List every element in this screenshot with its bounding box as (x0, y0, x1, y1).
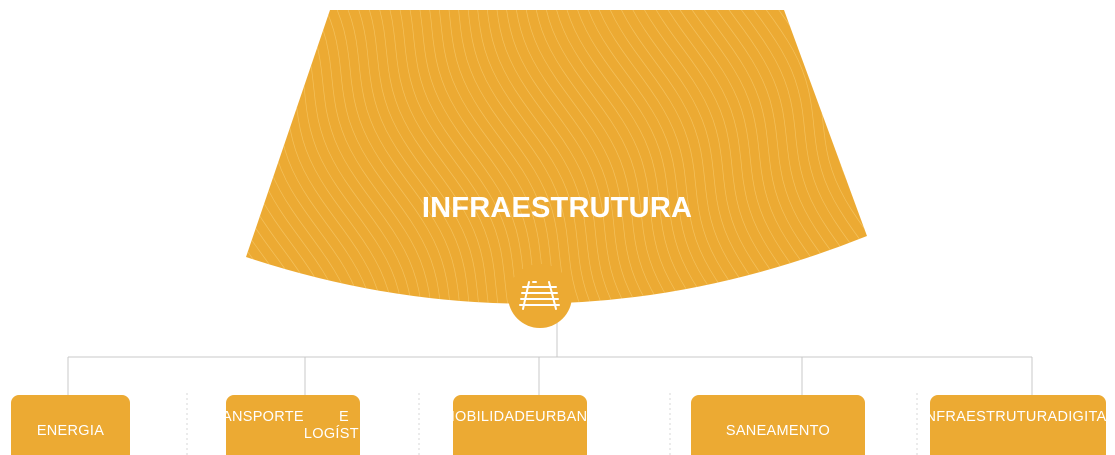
category-saneamento: SANEAMENTO (691, 395, 865, 455)
category-energia: ENERGIA (11, 395, 130, 455)
category-separators (186, 393, 918, 455)
category-label-line: ENERGIA (36, 423, 105, 439)
category-label-line: INFRAESTRUTURA (921, 409, 1058, 425)
category-label-line: URBANA (535, 409, 598, 425)
connector-lines (67, 318, 1033, 395)
diagram-title: INFRAESTRUTURA (421, 191, 693, 224)
category-label-line: SANEAMENTO (725, 423, 831, 439)
category-label-line: DIGITAL (1057, 409, 1115, 425)
category-label-line: MOBILIDADE (442, 409, 536, 425)
icon-circle (508, 264, 572, 328)
category-label-line: TRANSPORTE (202, 409, 304, 425)
category-label-line: E LOGÍSTICA (303, 409, 384, 442)
infraestrutura-fan-shape (246, 10, 867, 304)
railway-track-icon (519, 281, 560, 310)
